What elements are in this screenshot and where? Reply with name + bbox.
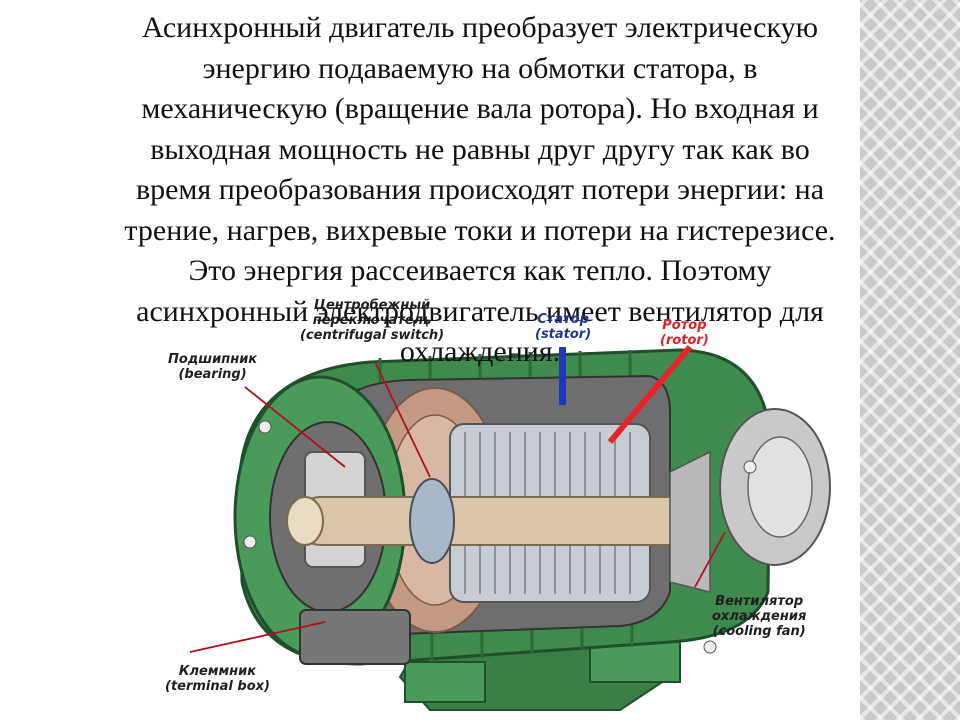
stator-arrow [559,347,566,405]
fan-blades [669,450,711,593]
bolt [243,535,257,549]
pulley-inner [747,436,813,538]
centrifugal-switch [409,478,455,564]
slide-paragraph: Асинхронный двигатель преобразует электр… [60,8,900,373]
paragraph-line: выходная мощность не равны друг другу та… [150,132,810,166]
shaft-end [286,496,324,546]
label-terminal-box: Клеммник (terminal box) [165,664,270,694]
paragraph-line: время преобразования происходят потери э… [135,173,825,206]
rotor-arrow [607,345,693,444]
paragraph-line: охлаждения. [399,335,561,368]
terminal-leader [189,621,326,653]
paragraph-line: Асинхронный двигатель преобразует электр… [141,11,819,44]
switch-leader [374,361,431,478]
label-bearing: Подшипник (bearing) [168,352,258,382]
motor-foot-right [589,641,681,683]
motor-shaft [299,496,711,546]
label-centrifugal-switch: Центробежный переключатель (centrifugal … [300,298,445,343]
motor-cutaway-illustration [150,292,860,720]
bearing-leader [244,386,346,468]
paragraph-line: асинхронный электродвигатель имеет венти… [136,294,824,328]
bolt [703,640,717,654]
decorative-side-pattern [860,0,960,720]
label-stator: Статор (stator) [535,312,592,342]
paragraph-line: энергию подаваемую на обмотки статора, в [202,51,758,85]
bolt [258,420,272,434]
bolt [743,460,757,474]
label-cooling-fan: Вентилятор охлаждения (cooling fan) [712,594,807,639]
paragraph-line: механическую (вращение вала ротора). Но … [141,92,819,125]
terminal-box [299,609,411,665]
paragraph-line: трение, нагрев, вихревые токи и потери н… [124,213,836,247]
label-rotor: Ротор (rotor) [660,318,709,348]
paragraph-line: Это энергия рассеивается как тепло. Поэт… [188,254,772,287]
motor-foot-left [404,661,486,703]
fan-leader [694,531,726,588]
